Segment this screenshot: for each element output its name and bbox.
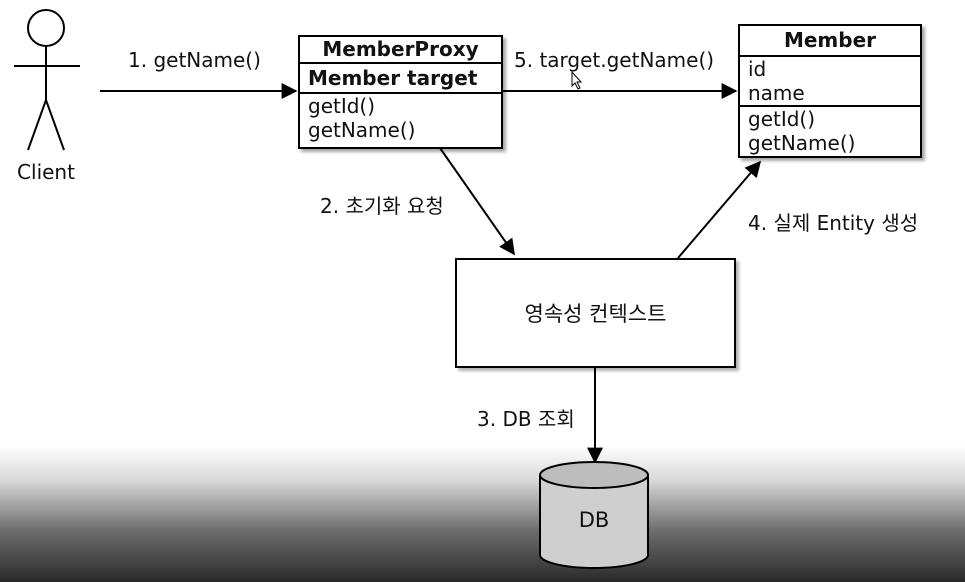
persistence-context-box: 영속성 컨텍스트 [455, 258, 736, 368]
proxy-method-getid: getId() [308, 94, 376, 118]
mouse-cursor-icon [571, 70, 583, 90]
step-1-label: 1. getName() [128, 48, 261, 72]
arrow-proxy-to-context [439, 147, 515, 256]
member-fields: id name [740, 57, 920, 107]
step-4-label: 4. 실제 Entity 생성 [748, 211, 919, 235]
persistence-context-label: 영속성 컨텍스트 [524, 302, 667, 326]
step-3-label: 3. DB 조회 [477, 407, 575, 431]
arrow-context-to-member [677, 160, 762, 259]
member-field-id: id [748, 57, 767, 81]
member-entity-box: Member id name getId() getName() [738, 24, 922, 158]
member-method-getid: getId() [748, 107, 816, 131]
step-2-label: 2. 초기화 요청 [320, 194, 444, 218]
db-label: DB [578, 508, 610, 532]
proxy-title: MemberProxy [300, 37, 501, 64]
database-icon [539, 461, 649, 569]
proxy-method-getname: getName() [308, 118, 416, 142]
proxy-target-field: Member target [300, 64, 501, 94]
client-actor-icon [14, 9, 80, 151]
member-method-getname: getName() [748, 131, 856, 155]
member-title: Member [740, 26, 920, 57]
client-label: Client [17, 160, 75, 184]
member-field-name: name [748, 81, 805, 105]
step-5-label: 5. target.getName() [514, 48, 715, 72]
member-proxy-box: MemberProxy Member target getId() getNam… [298, 35, 503, 149]
